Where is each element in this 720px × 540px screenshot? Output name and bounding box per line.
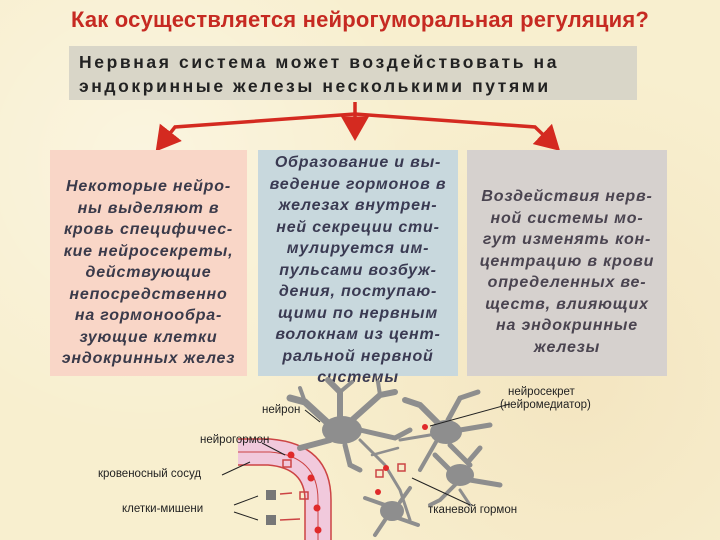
subtitle-line-2: эндокринные железы несколькими путями xyxy=(79,76,551,96)
pathway-box-nerve-impulses: Образование и вы- ведение гормонов в жел… xyxy=(258,150,458,386)
label-neuromediator: (нейромедиатор) xyxy=(500,399,591,411)
box1-line: эндокринных желез xyxy=(61,350,236,367)
box2-line: пульсами возбуж- xyxy=(279,261,437,279)
neuron-fourth xyxy=(363,486,420,537)
leader-target-cells-1 xyxy=(233,495,259,506)
blood-vessel-wall-inner xyxy=(238,464,306,540)
secretion-box xyxy=(299,491,309,500)
box1-line: зующие клетки xyxy=(79,328,218,346)
box2-line: Образование и вы- xyxy=(274,154,442,171)
synapse-box xyxy=(375,469,384,478)
box2-line: волокнам из цент- xyxy=(275,326,441,343)
box3-line: Воздействия нерв- xyxy=(481,188,653,205)
target-cell xyxy=(266,515,276,525)
box2-line: железах внутрен- xyxy=(278,197,438,214)
label-neuron: нейрон xyxy=(262,404,301,416)
label-tissue-hormone: тканевой гормон xyxy=(428,504,518,516)
label-neurohormone: нейрогормон xyxy=(200,434,270,446)
box1-line: Некоторые нейро- xyxy=(66,178,231,195)
box1-line: кровь специфичес- xyxy=(63,221,234,238)
label-neurosecret: нейросекрет xyxy=(508,386,575,398)
synapse-box xyxy=(397,463,406,472)
box1-line: ны выделяют в xyxy=(77,199,220,217)
neuron-third-body xyxy=(446,464,474,486)
target-cell-arrow xyxy=(279,492,293,495)
neuron-fourth-body xyxy=(380,501,404,521)
target-cell-arrow xyxy=(279,518,301,521)
box3-line: ной системы мо- xyxy=(490,209,644,227)
blood-hormone-dot xyxy=(313,504,321,512)
box1-line: на гормонообра- xyxy=(74,307,223,324)
box2-line: щими по нервным xyxy=(278,304,438,322)
blood-vessel-wall-outer xyxy=(238,438,332,540)
box2-line: мулируется им- xyxy=(286,240,430,257)
blood-flow-line xyxy=(238,451,319,540)
synapse-dot xyxy=(375,489,381,495)
box3-line: центрацию в крови xyxy=(479,252,655,270)
blood-hormone-dot xyxy=(287,451,295,459)
box2-line: ральной нервной xyxy=(282,347,434,365)
leader-blood-vessel xyxy=(221,461,251,476)
pathway-box-neurosecretion: Некоторые нейро- ны выделяют в кровь спе… xyxy=(50,150,247,376)
leader-tissue-hormone xyxy=(411,477,471,506)
neuron-main-body xyxy=(322,416,362,444)
box2-line: дения, поступаю- xyxy=(278,283,438,300)
leader-neuron xyxy=(304,409,321,423)
neuron-third xyxy=(428,445,503,507)
box2-line: ней секреции сти- xyxy=(276,218,440,236)
neuron-secondary-body xyxy=(430,420,462,444)
box3-line: на эндокринные xyxy=(496,317,638,334)
leader-neurohormone xyxy=(261,442,286,456)
arrow-right xyxy=(354,112,561,151)
arrow-left xyxy=(155,112,356,152)
leader-neurosecret xyxy=(429,403,511,427)
box1-line: непосредственно xyxy=(69,285,228,303)
box3-line: гут изменять кон- xyxy=(482,231,652,248)
blood-hormone-dot xyxy=(314,526,322,534)
box1-line: действующие xyxy=(85,264,212,281)
synapse-dot xyxy=(422,424,428,430)
box2-line: ведение гормонов в xyxy=(269,175,447,193)
page-title: Как осуществляется нейрогуморальная регу… xyxy=(70,7,650,32)
leader-target-cells-2 xyxy=(233,511,259,521)
label-target-cells: клетки-мишени xyxy=(122,503,204,515)
subtitle-box: Нервная система может воздействовать на … xyxy=(69,46,637,100)
target-cell xyxy=(266,490,276,500)
box3-line: ществ, влияющих xyxy=(485,295,649,313)
synapse-dot xyxy=(383,465,389,471)
label-blood-vessel: кровеносный сосуд xyxy=(98,468,202,480)
box1-line: кие нейросекреты, xyxy=(63,242,234,260)
secretion-box xyxy=(282,459,292,468)
box3-line: определенных ве- xyxy=(487,274,647,291)
neuron-main xyxy=(286,377,413,522)
blood-hormone-dot xyxy=(307,474,315,482)
pathway-box-blood-concentration: Воздействия нерв- ной системы мо- гут из… xyxy=(467,150,667,376)
box3-line: железы xyxy=(533,338,601,356)
subtitle-line-1: Нервная система может воздействовать на xyxy=(79,52,560,72)
